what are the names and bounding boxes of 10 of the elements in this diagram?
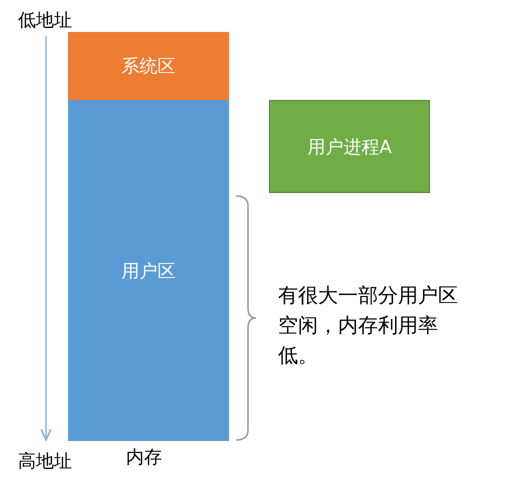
area-label: 用户进程A [307,136,392,158]
area-label: 用户区 [122,260,176,282]
area-label: 系统区 [122,55,176,78]
system-area-block [68,32,229,100]
process-box [269,100,430,193]
note-text: 有很大一部分用户区空闲，内存利用率低。 [278,282,459,369]
address-label: 高地址 [18,450,72,474]
user-area-block [68,100,229,441]
memory-heading: 内存 [126,446,162,469]
address-label: 低地址 [18,9,72,33]
